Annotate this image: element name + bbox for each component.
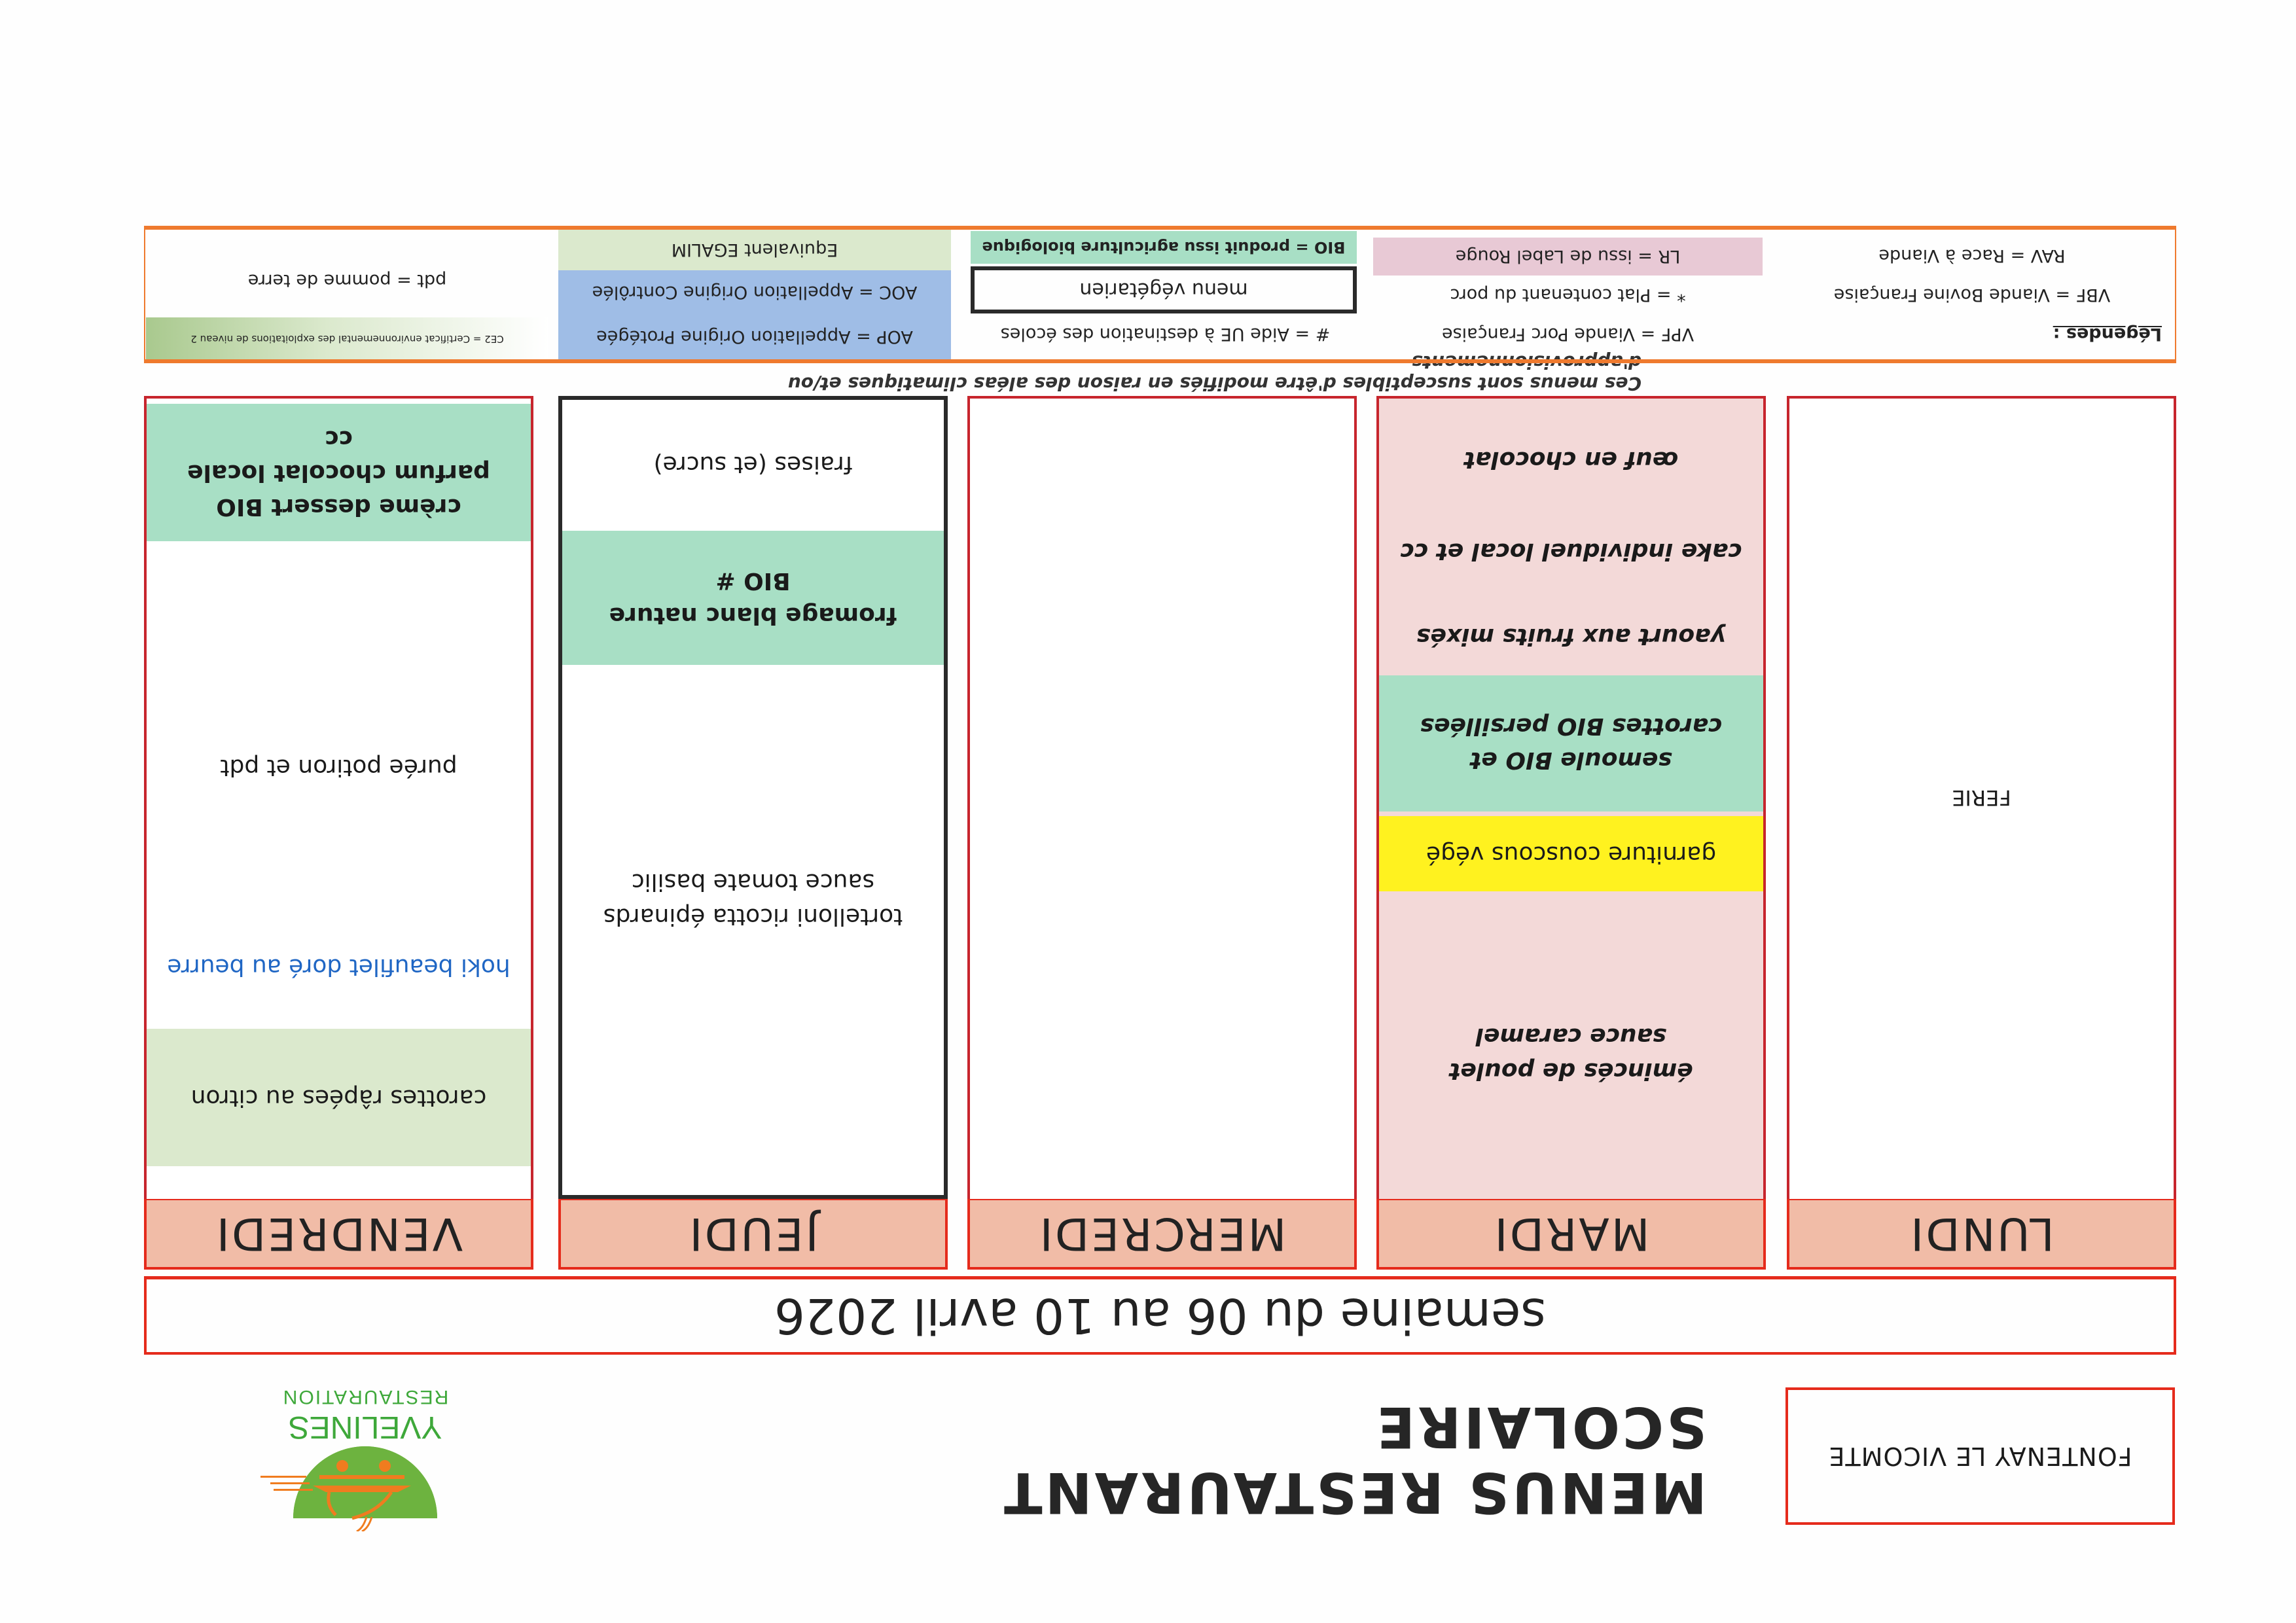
menu-item: FERIE xyxy=(1789,396,2174,1199)
day-body-mercredi xyxy=(967,396,1357,1199)
menu-item: cake individuel local et cc xyxy=(1379,512,1763,590)
menu-item-text: yaourt aux fruits mixés xyxy=(1416,623,1726,651)
day-column-mercredi: MERCREDI xyxy=(967,396,1357,1270)
page-title: MENUS RESTAURANT SCOLAIRE xyxy=(1001,1394,1707,1525)
legend-aide-ue: # = Aide UE à destination des écoles xyxy=(1000,324,1331,345)
menu-item: garniture couscous végé xyxy=(1379,816,1763,891)
menu-item-text: œuf en chocolat xyxy=(1463,446,1679,474)
menu-item-text: purée potiron et pdt xyxy=(220,754,457,781)
town-name: FONTENAY LE VICOMTE xyxy=(1828,1442,2132,1471)
legend-vpf: VPF = Viande Porc Française xyxy=(1441,324,1695,345)
menu-item: crème dessert BIO parfum chocolat locale… xyxy=(147,404,531,541)
menu-item: carottes râpées au citron xyxy=(147,1029,531,1166)
menu-item-text: semoule BIO et carottes BIO persillées xyxy=(1420,713,1723,774)
day-body-mardi: émincés de poulet sauce caramel garnitur… xyxy=(1376,396,1766,1199)
day-header-lundi: LUNDI xyxy=(1787,1198,2176,1270)
week-banner: semaine du 06 au 10 avril 2026 xyxy=(144,1276,2176,1355)
legend-rav: RAV = Race à Viande xyxy=(1878,245,2066,266)
day-column-mardi: MARDI émincés de poulet sauce caramel ga… xyxy=(1376,396,1766,1270)
legend-porc: * = Plat contenant du porc xyxy=(1450,285,1686,306)
menu-item-text: émincés de poulet sauce caramel xyxy=(1449,1023,1693,1084)
menu-item: hoki beaufilet doré au beurre xyxy=(147,931,531,1003)
legend-pdt: pdt = pomme de terre xyxy=(247,270,447,291)
menu-item: fraises (et sucre) xyxy=(562,397,944,531)
week-label: semaine du 06 au 10 avril 2026 xyxy=(774,1287,1547,1344)
menu-item-text: tortelloni ricotta épinards sauce tomate… xyxy=(603,868,903,930)
logo-text-yvelines: YVELINES xyxy=(289,1410,442,1444)
menu-item: tortelloni ricotta épinards sauce tomate… xyxy=(562,655,944,1143)
day-column-lundi: LUNDI FERIE xyxy=(1787,396,2176,1270)
menu-item: fromage blanc nature BIO # xyxy=(562,531,944,665)
legend-title: Légendes : xyxy=(2053,324,2162,345)
legend-egalim: Equivalent EGALIM xyxy=(558,230,951,270)
logo-text-restauration: RESTAURATION xyxy=(282,1386,449,1408)
day-column-vendredi: VENDREDI carottes râpées au citron hoki … xyxy=(144,396,533,1270)
day-body-vendredi: carottes râpées au citron hoki beaufilet… xyxy=(144,396,533,1199)
day-body-jeudi: tortelloni ricotta épinards sauce tomate… xyxy=(558,396,948,1199)
menu-item-text: fromage blanc nature BIO # xyxy=(609,567,897,629)
menu-item: émincés de poulet sauce caramel xyxy=(1379,908,1763,1199)
menu-item-text: garniture couscous végé xyxy=(1426,840,1717,868)
menu-item-text: hoki beaufilet doré au beurre xyxy=(167,954,511,981)
menu-item-text: crème dessert BIO parfum chocolat locale… xyxy=(187,425,490,521)
day-header-jeudi: JEUDI xyxy=(558,1198,948,1270)
day-header-mercredi: MERCREDI xyxy=(967,1198,1357,1270)
day-body-lundi: FERIE xyxy=(1787,396,2176,1199)
menu-item-text: FERIE xyxy=(1952,785,2011,810)
legend-box: Légendes : VBF = Viande Bovine Française… xyxy=(144,226,2176,363)
town-box: FONTENAY LE VICOMTE xyxy=(1785,1387,2175,1525)
menu-item-text: fraises (et sucre) xyxy=(653,450,853,478)
menu-item: yaourt aux fruits mixés xyxy=(1379,597,1763,675)
menu-item: semoule BIO et carottes BIO persillées xyxy=(1379,674,1763,812)
legend-vbf: VBF = Viande Bovine Française xyxy=(1833,285,2111,306)
legend-vegetarian: menu végétarien xyxy=(971,266,1357,313)
legend-ce2: CE2 = Certificat environnemental des exp… xyxy=(146,317,548,359)
yvelines-restauration-logo: YVELINES RESTAURATION xyxy=(241,1368,476,1533)
legend-aoc: AOC = Appellation Origine Contrôlée xyxy=(558,270,951,315)
menu-item-text: cake individuel local et cc xyxy=(1400,538,1742,565)
legend-label-rouge: LR = issu de Label Rouge xyxy=(1373,238,1763,276)
menu-item-text: carottes râpées au citron xyxy=(190,1084,487,1112)
day-header-vendredi: VENDREDI xyxy=(144,1198,533,1270)
legend-bio: BIO = produit issu agriculture biologiqu… xyxy=(971,231,1357,264)
logo-bowl-icon: YVELINES RESTAURATION xyxy=(260,1386,449,1533)
menu-item: œuf en chocolat xyxy=(1379,420,1763,499)
legend-aop: AOP = Appellation Origine Protégée xyxy=(558,315,951,359)
day-column-jeudi: JEUDI tortelloni ricotta épinards sauce … xyxy=(558,396,948,1270)
day-header-mardi: MARDI xyxy=(1376,1198,1766,1270)
menu-item: purée potiron et pdt xyxy=(147,728,531,806)
